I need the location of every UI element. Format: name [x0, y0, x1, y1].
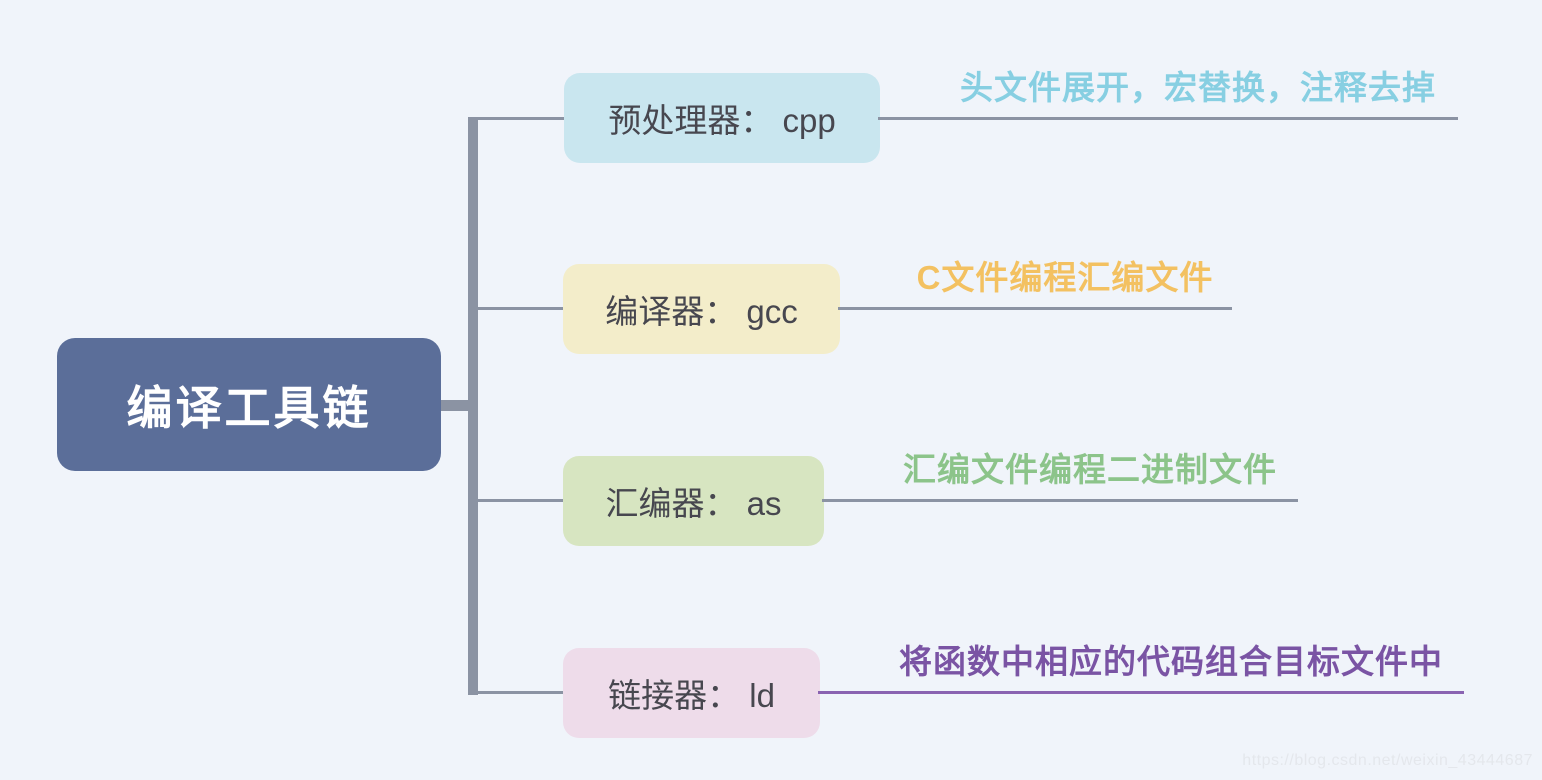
root-connector-line [441, 400, 478, 411]
annotation-underline-compiler [838, 307, 1232, 310]
annotation-underline-linker [818, 691, 1464, 694]
branch-line-compiler [478, 307, 565, 310]
trunk-line [468, 117, 478, 695]
root-node-toolchain[interactable]: 编译工具链 [57, 338, 441, 471]
branch-line-preprocessor [478, 117, 565, 120]
node-assembler[interactable]: 汇编器： as [563, 456, 824, 546]
node-compiler[interactable]: 编译器： gcc [563, 264, 840, 354]
node-linker[interactable]: 链接器： ld [563, 648, 820, 738]
annotation-compiler: C文件编程汇编文件 [916, 259, 1214, 296]
branch-line-linker [478, 691, 565, 694]
watermark-url: https://blog.csdn.net/weixin_43444687 [1242, 752, 1533, 769]
branch-line-assembler [478, 499, 565, 502]
annotation-underline-assembler [822, 499, 1298, 502]
node-preprocessor[interactable]: 预处理器： cpp [564, 73, 880, 163]
annotation-linker: 将函数中相应的代码组合目标文件中 [899, 643, 1443, 680]
annotation-underline-preprocessor [878, 117, 1458, 120]
annotation-assembler: 汇编文件编程二进制文件 [903, 451, 1277, 488]
annotation-preprocessor: 头文件展开，宏替换，注释去掉 [960, 69, 1436, 106]
